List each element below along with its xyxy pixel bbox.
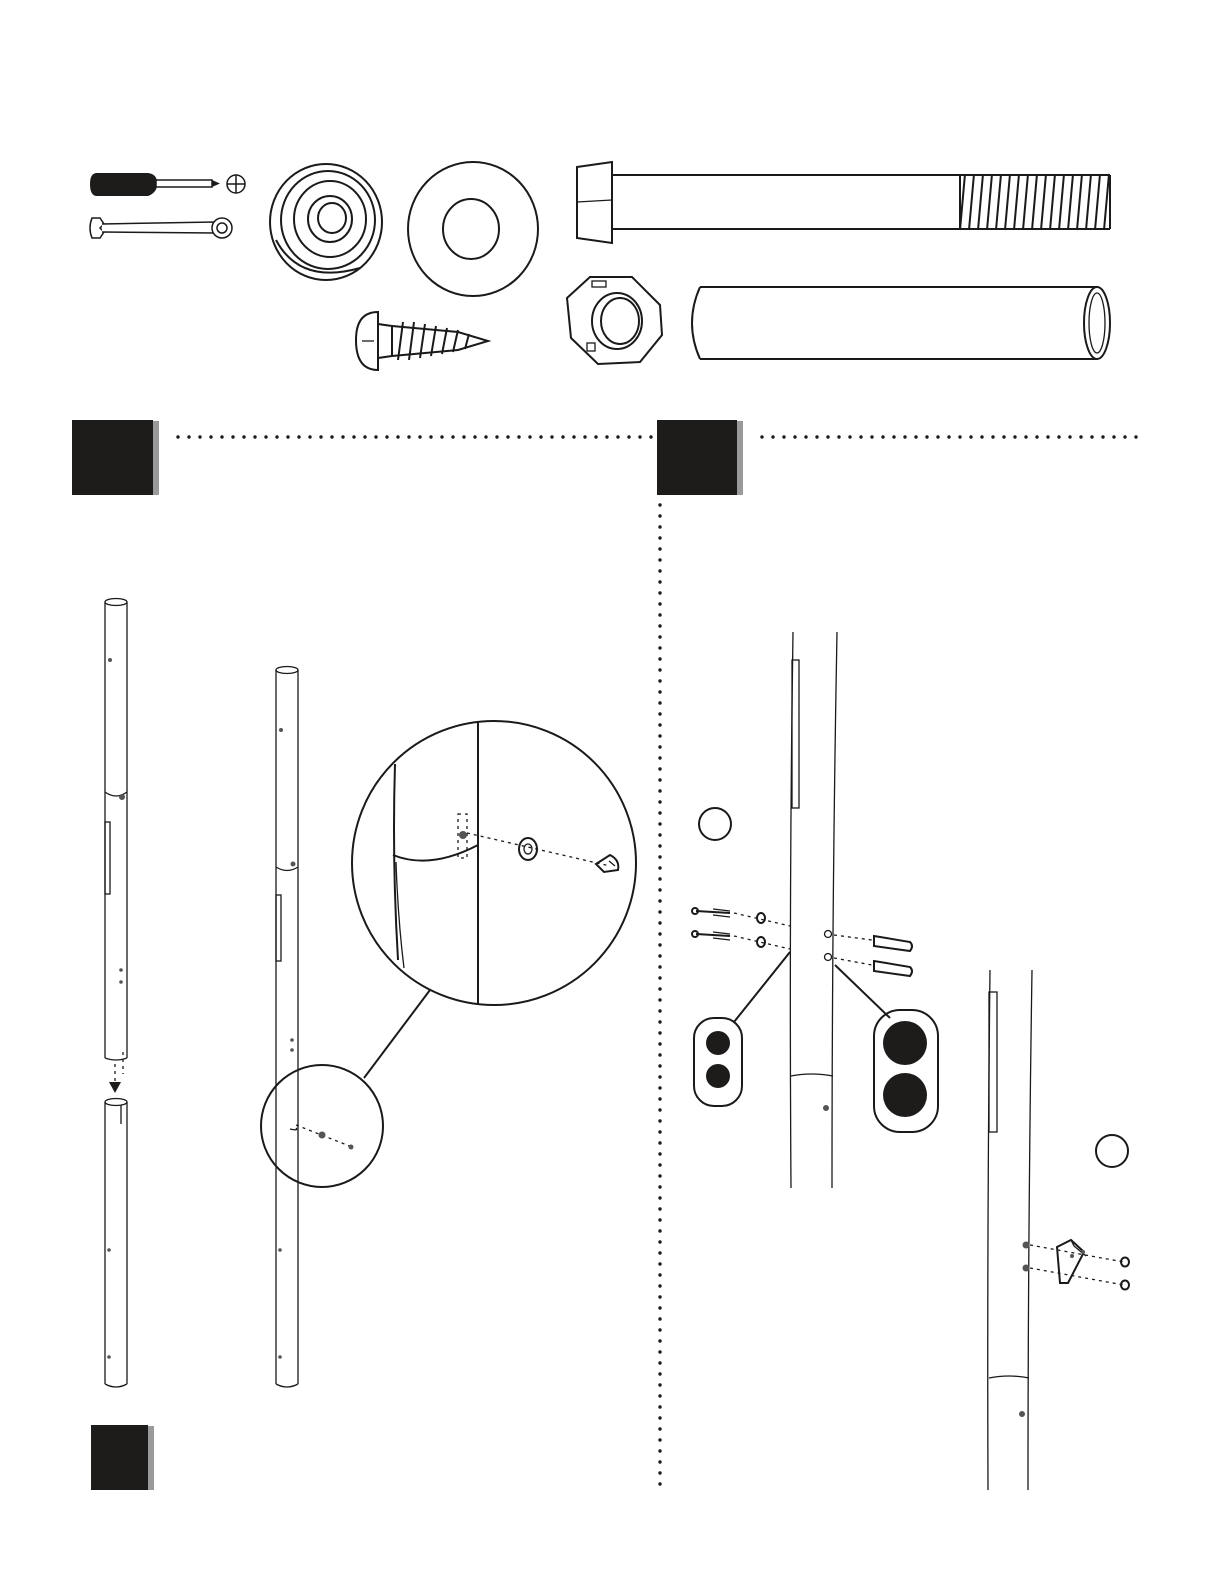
detail-callout-large: [352, 721, 636, 1005]
lag-screw-icon: [356, 312, 488, 370]
screwdriver-icon: [90, 173, 245, 196]
step-marker-circle-2: [1096, 1135, 1128, 1167]
assembled-pole: [276, 667, 298, 1388]
parts-count-badge-right: [874, 1010, 938, 1132]
hex-nut-icon: [567, 277, 662, 364]
detail-callout-small: [261, 990, 430, 1187]
bracket-icon: [1023, 1240, 1130, 1290]
flat-washer-icon: [408, 162, 538, 296]
right-pole: [790, 632, 837, 1188]
step-badge-right: [657, 420, 743, 495]
step-badge-left: [72, 420, 159, 495]
bracket-pole: [988, 970, 1032, 1490]
upper-pole-section: [105, 599, 127, 1061]
spacer-icon: [270, 164, 382, 280]
callout-line-left: [734, 952, 790, 1022]
lower-pole-section: [105, 1099, 127, 1388]
sleeves-group-icon: [834, 935, 912, 976]
hex-bolt-icon: [577, 162, 1110, 243]
join-arrow-icon: [109, 1052, 123, 1093]
parts-count-badge-left: [694, 1018, 742, 1106]
step-marker-circle: [699, 808, 731, 840]
wrench-icon: [90, 218, 232, 238]
bolts-group-icon: [692, 908, 790, 949]
step-badge-bottom-left: [91, 1425, 154, 1490]
sleeve-tube-icon: [692, 287, 1110, 359]
